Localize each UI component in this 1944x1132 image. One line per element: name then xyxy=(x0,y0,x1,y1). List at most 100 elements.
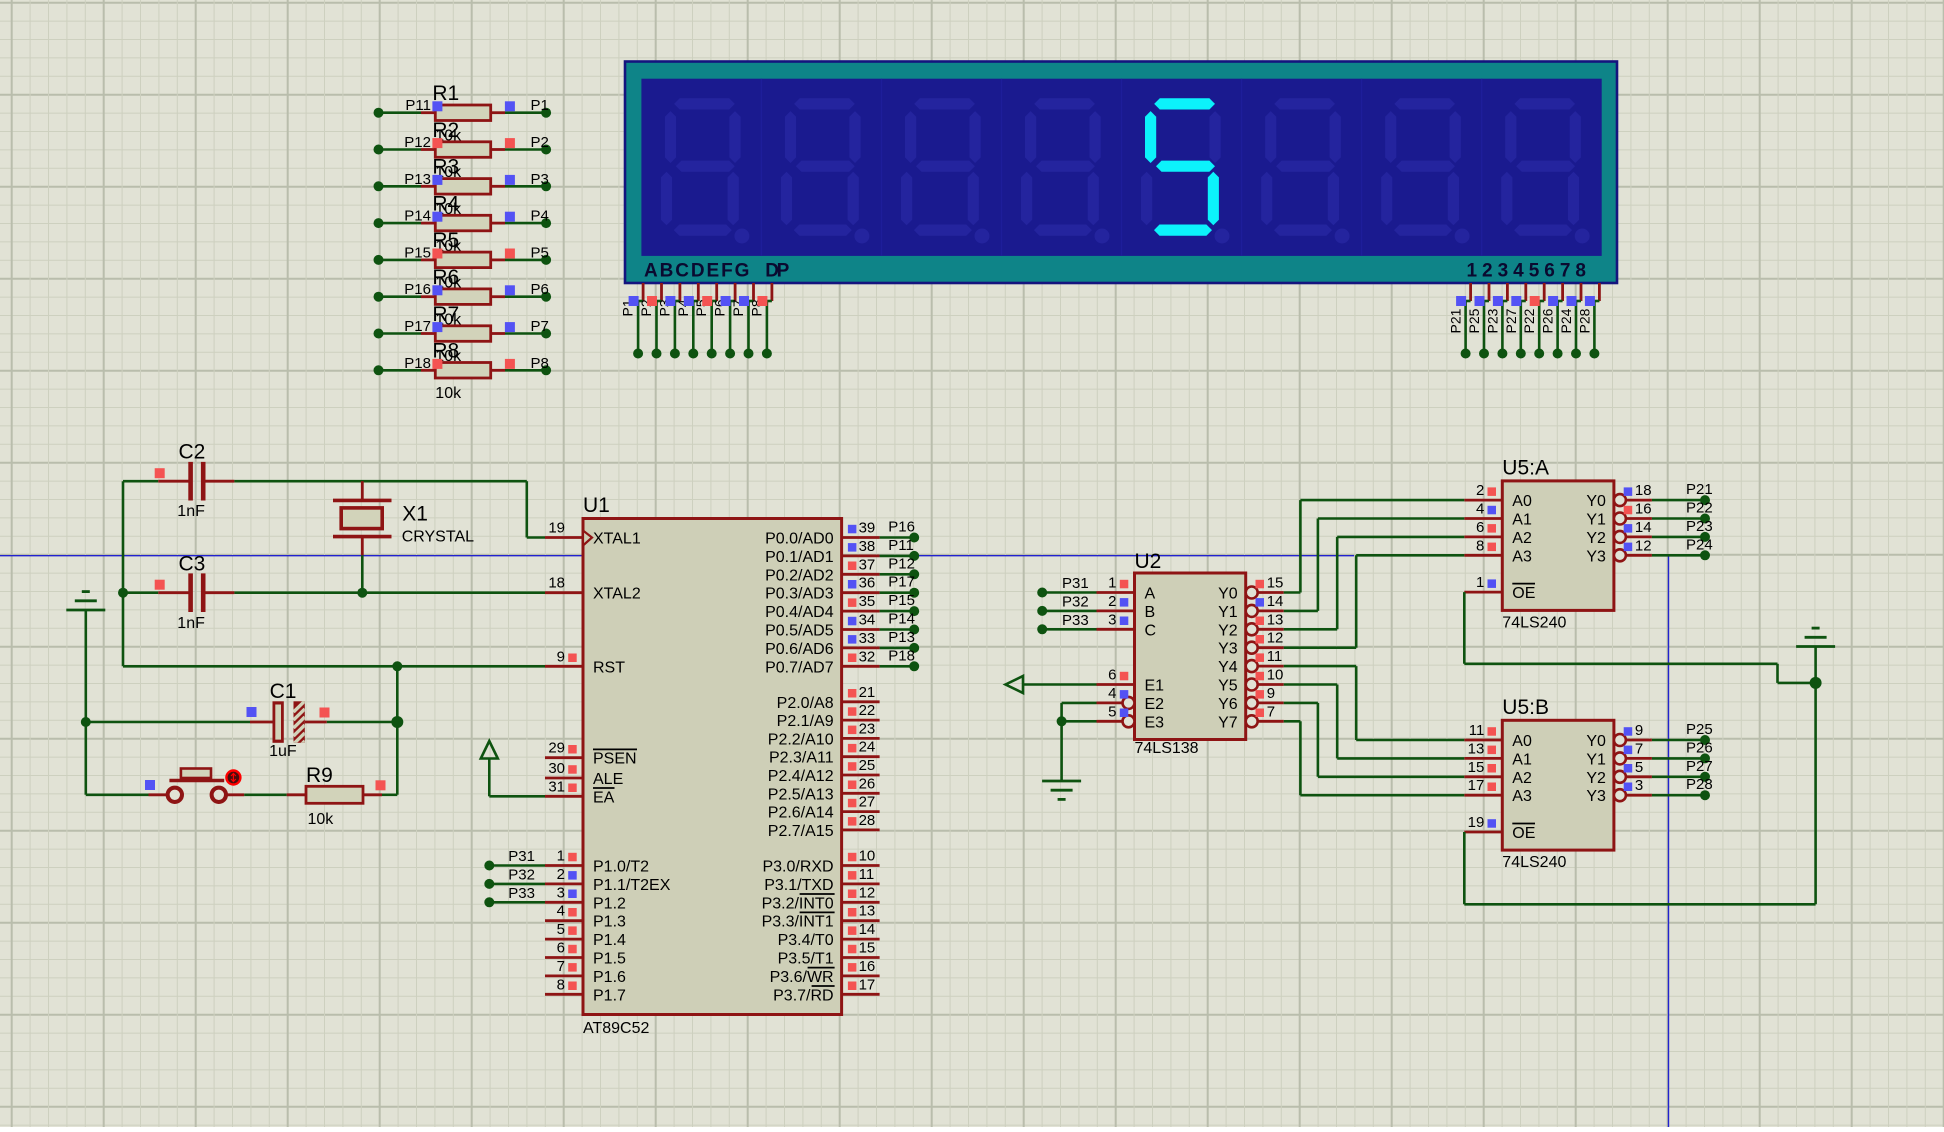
svg-text:P3: P3 xyxy=(531,171,549,188)
svg-text:11: 11 xyxy=(1267,648,1283,665)
svg-text:P0.6/AD6: P0.6/AD6 xyxy=(765,641,834,658)
svg-text:10k: 10k xyxy=(435,385,462,402)
svg-text:24: 24 xyxy=(859,739,876,756)
svg-text:P1: P1 xyxy=(531,97,549,114)
svg-text:10: 10 xyxy=(859,848,876,865)
svg-text:28: 28 xyxy=(859,812,876,829)
svg-text:R4: R4 xyxy=(432,192,459,215)
svg-text:P1.0/T2: P1.0/T2 xyxy=(593,859,649,876)
svg-text:P22: P22 xyxy=(1686,500,1713,517)
svg-text:Y2: Y2 xyxy=(1586,770,1606,787)
svg-text:P2.0/A8: P2.0/A8 xyxy=(777,695,834,712)
svg-text:5: 5 xyxy=(557,921,565,938)
svg-text:18: 18 xyxy=(548,575,565,592)
svg-text:U2: U2 xyxy=(1135,550,1162,573)
svg-text:12: 12 xyxy=(1635,537,1652,554)
svg-text:27: 27 xyxy=(859,794,876,811)
svg-text:17: 17 xyxy=(1468,777,1485,794)
svg-text:A0: A0 xyxy=(1512,733,1532,750)
svg-text:13: 13 xyxy=(1267,611,1284,628)
svg-text:10k: 10k xyxy=(308,811,335,828)
svg-text:P3.5/T1: P3.5/T1 xyxy=(778,951,834,968)
svg-text:AT89C52: AT89C52 xyxy=(583,1020,650,1037)
svg-text:P33: P33 xyxy=(508,885,535,902)
svg-text:R7: R7 xyxy=(432,303,459,326)
svg-text:13: 13 xyxy=(859,903,876,920)
svg-text:P26: P26 xyxy=(1686,739,1713,756)
svg-text:C3: C3 xyxy=(179,552,206,575)
svg-text:P1.4: P1.4 xyxy=(593,932,626,949)
svg-text:33: 33 xyxy=(859,630,876,647)
svg-text:P28: P28 xyxy=(1576,308,1592,333)
svg-text:P3.1/TXD: P3.1/TXD xyxy=(764,877,833,894)
svg-text:R8: R8 xyxy=(432,340,459,363)
svg-text:P3.7/RD: P3.7/RD xyxy=(773,987,833,1004)
svg-text:P7: P7 xyxy=(531,318,549,335)
svg-text:9: 9 xyxy=(557,648,565,665)
svg-text:DP: DP xyxy=(765,261,789,282)
svg-text:P28: P28 xyxy=(1686,776,1713,793)
svg-text:23: 23 xyxy=(859,720,876,737)
svg-text:5: 5 xyxy=(1635,759,1643,776)
svg-text:21: 21 xyxy=(859,684,876,701)
svg-text:36: 36 xyxy=(859,575,876,592)
svg-text:39: 39 xyxy=(859,520,876,537)
svg-text:14: 14 xyxy=(1267,593,1284,610)
svg-text:Y0: Y0 xyxy=(1586,733,1606,750)
svg-text:7: 7 xyxy=(1635,740,1643,757)
svg-text:P4: P4 xyxy=(531,208,549,225)
svg-text:4: 4 xyxy=(1108,685,1116,702)
svg-text:P3.3/INT1: P3.3/INT1 xyxy=(762,914,834,931)
svg-text:P1.1/T2EX: P1.1/T2EX xyxy=(593,877,671,894)
svg-text:A: A xyxy=(1145,586,1156,603)
svg-text:14: 14 xyxy=(1635,519,1652,536)
svg-text:22: 22 xyxy=(859,702,876,719)
svg-text:C2: C2 xyxy=(179,441,206,464)
svg-text:Y1: Y1 xyxy=(1586,512,1606,529)
svg-text:CRYSTAL: CRYSTAL xyxy=(402,529,474,546)
svg-text:P25: P25 xyxy=(1466,308,1482,333)
svg-text:1uF: 1uF xyxy=(269,743,297,760)
svg-text:P2.2/A10: P2.2/A10 xyxy=(768,731,834,748)
svg-text:9: 9 xyxy=(1635,722,1643,739)
svg-text:7: 7 xyxy=(1267,703,1275,720)
svg-text:Y7: Y7 xyxy=(1218,714,1238,731)
svg-text:11: 11 xyxy=(1469,722,1485,739)
svg-text:6: 6 xyxy=(1476,519,1484,536)
svg-text:P24: P24 xyxy=(1686,536,1713,553)
svg-text:15: 15 xyxy=(1468,759,1485,776)
svg-text:P33: P33 xyxy=(1062,612,1089,629)
svg-text:P3.0/RXD: P3.0/RXD xyxy=(762,859,833,876)
svg-text:Y3: Y3 xyxy=(1586,548,1606,565)
svg-text:A2: A2 xyxy=(1512,770,1532,787)
svg-text:P31: P31 xyxy=(508,848,535,865)
svg-text:U5:B: U5:B xyxy=(1502,696,1549,719)
svg-text:R2: R2 xyxy=(432,119,459,142)
svg-text:19: 19 xyxy=(1468,814,1485,831)
svg-text:35: 35 xyxy=(859,593,876,610)
svg-text:11: 11 xyxy=(859,866,875,883)
svg-text:P5: P5 xyxy=(531,244,549,261)
svg-text:Y4: Y4 xyxy=(1218,659,1238,676)
svg-text:OE: OE xyxy=(1512,825,1535,842)
svg-text:P0.5/AD5: P0.5/AD5 xyxy=(765,623,834,640)
svg-text:74LS240: 74LS240 xyxy=(1502,615,1566,632)
svg-text:19: 19 xyxy=(548,520,565,537)
svg-text:1nF: 1nF xyxy=(177,503,205,520)
svg-text:P1.3: P1.3 xyxy=(593,914,626,931)
svg-text:2: 2 xyxy=(1476,482,1484,499)
svg-text:P13: P13 xyxy=(888,629,915,646)
svg-text:Y3: Y3 xyxy=(1218,641,1238,658)
svg-text:P2.5/A13: P2.5/A13 xyxy=(768,786,834,803)
svg-text:P3.4/T0: P3.4/T0 xyxy=(778,932,834,949)
svg-text:2: 2 xyxy=(557,866,565,883)
svg-text:P13: P13 xyxy=(404,171,431,188)
svg-text:1nF: 1nF xyxy=(177,615,205,632)
svg-text:P17: P17 xyxy=(888,574,915,591)
svg-text:Y2: Y2 xyxy=(1218,622,1238,639)
svg-text:13: 13 xyxy=(1468,740,1485,757)
svg-text:3: 3 xyxy=(1108,611,1116,628)
svg-text:P12: P12 xyxy=(888,555,915,572)
svg-text:15: 15 xyxy=(859,940,876,957)
svg-text:P2: P2 xyxy=(531,134,549,151)
